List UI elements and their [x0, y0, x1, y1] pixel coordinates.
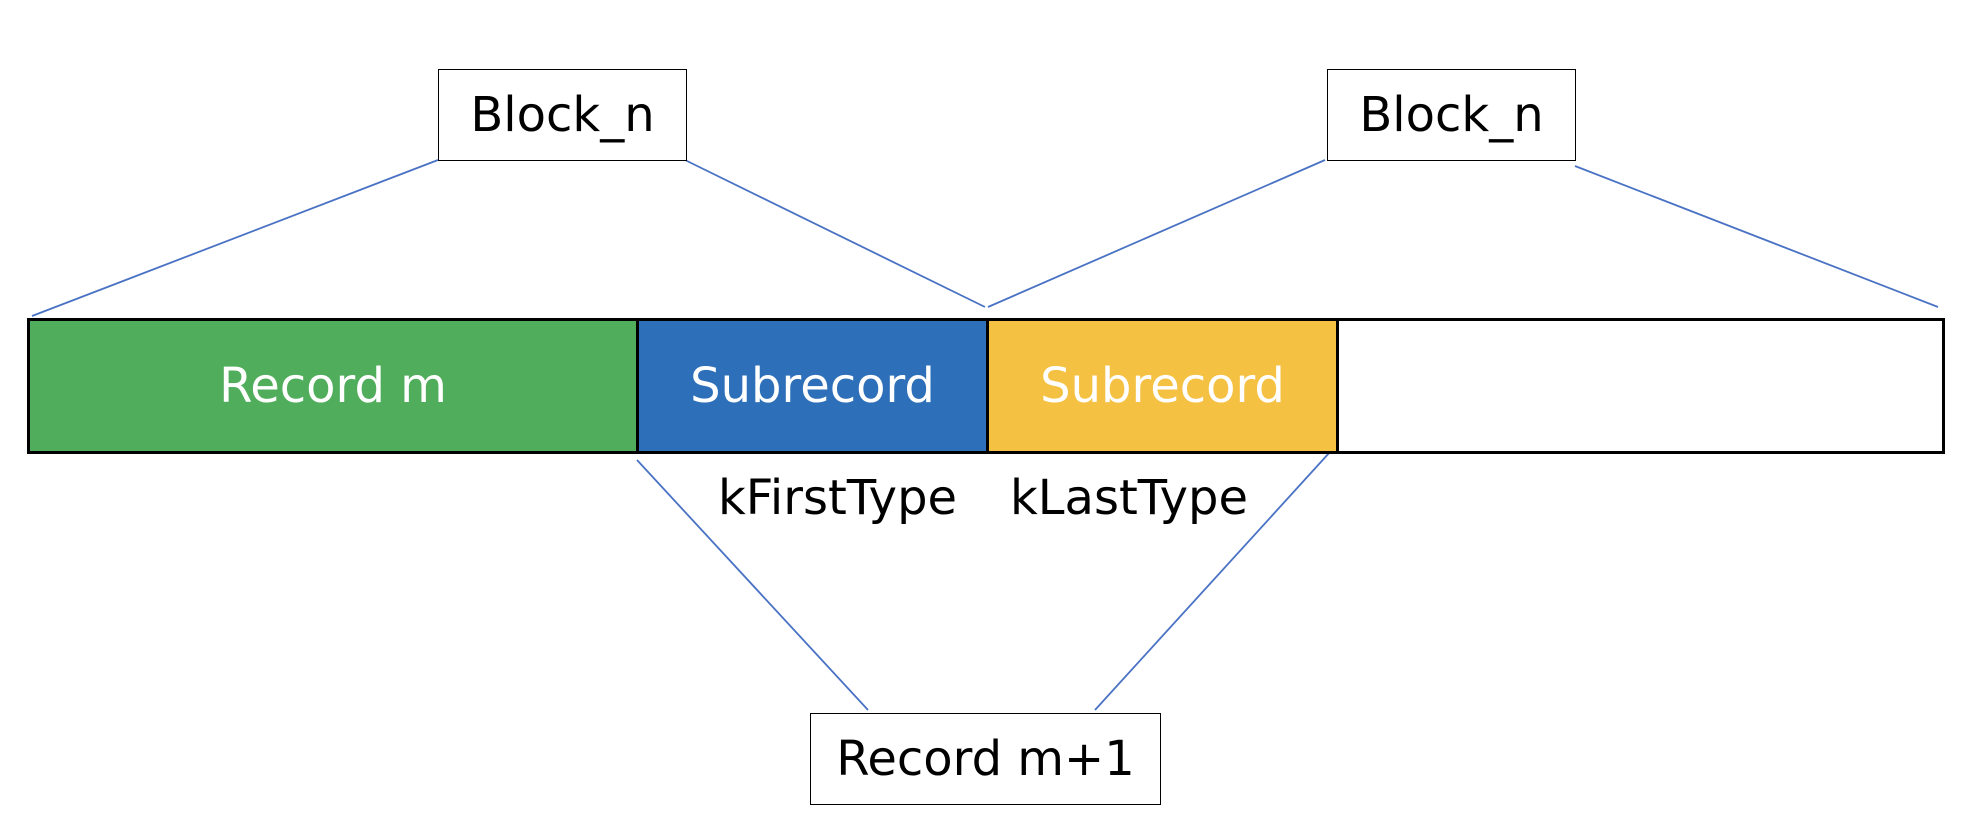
subrecord-last-label: Subrecord	[1040, 358, 1285, 414]
block1-left-connector	[31, 159, 439, 317]
record-next-box: Record m+1	[810, 713, 1161, 805]
block1-right-connector	[684, 159, 986, 308]
empty-block-segment	[1336, 318, 1945, 454]
record-segment-row: Record m Subrecord Subrecord	[27, 318, 1945, 454]
klasttype-label: kLastType	[1010, 470, 1249, 526]
kfirsttype-label: kFirstType	[718, 470, 958, 526]
block-label-2-text: Block_n	[1359, 87, 1544, 143]
block2-right-connector	[1574, 165, 1939, 308]
record-next-left-connector	[636, 459, 869, 711]
record-m-label: Record m	[219, 358, 447, 414]
subrecord-first-segment: Subrecord	[636, 318, 989, 454]
record-next-right-connector	[1094, 451, 1331, 711]
block2-left-connector	[987, 159, 1326, 308]
block-label-2: Block_n	[1327, 69, 1576, 161]
subrecord-last-segment: Subrecord	[986, 318, 1339, 454]
block-label-1-text: Block_n	[470, 87, 655, 143]
subrecord-first-label: Subrecord	[690, 358, 935, 414]
record-next-label: Record m+1	[836, 731, 1135, 787]
record-m-segment: Record m	[27, 318, 639, 454]
block-label-1: Block_n	[438, 69, 687, 161]
